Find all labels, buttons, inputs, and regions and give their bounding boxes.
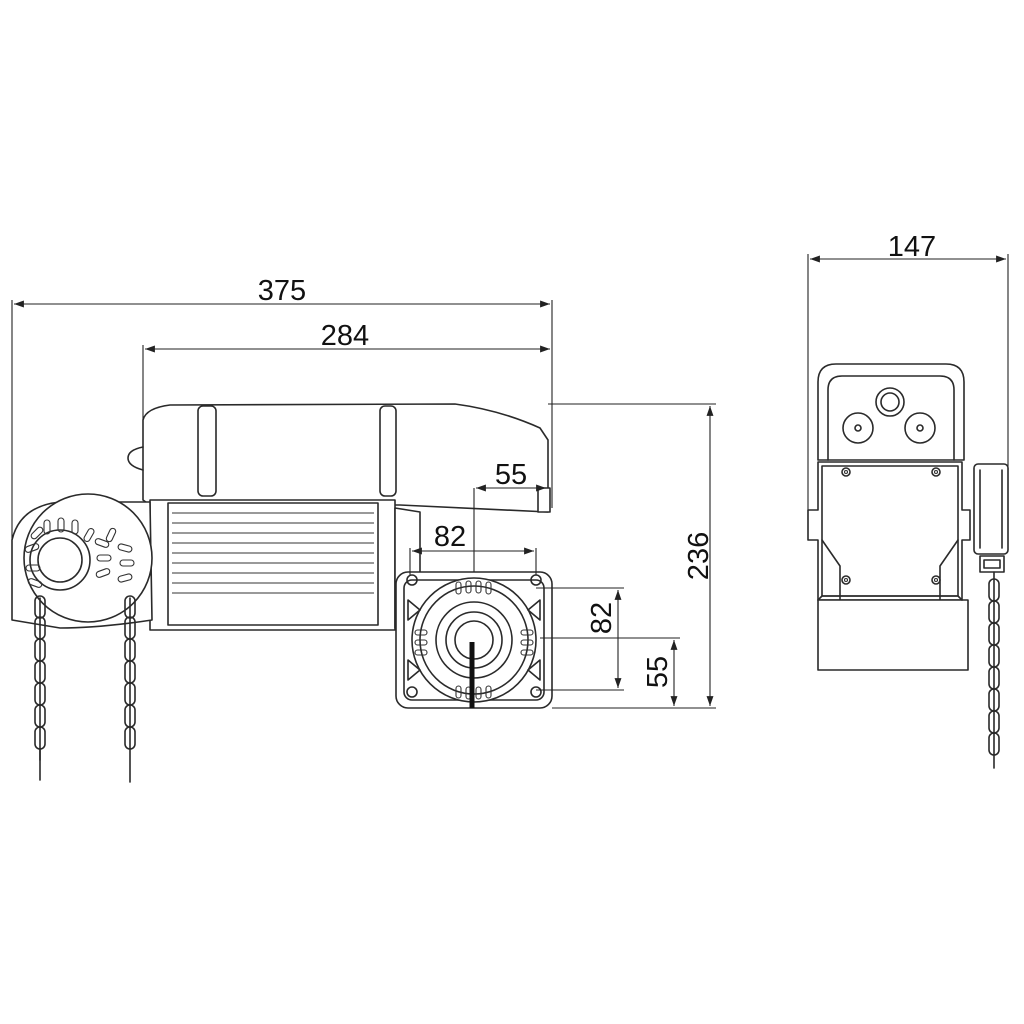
right-chain xyxy=(124,595,136,783)
motor-ribs xyxy=(172,512,374,594)
dim-height: 236 xyxy=(683,532,715,580)
dim-shaft-offset-bottom: 55 xyxy=(642,656,674,688)
front-view: 375 284 55 82 236 82 55 xyxy=(11,275,716,783)
dim-overall-length: 375 xyxy=(258,275,306,307)
dim-flange-width: 82 xyxy=(434,521,466,553)
wheel-slots xyxy=(24,517,135,588)
dim-flange-height: 82 xyxy=(586,602,618,634)
flange-slots xyxy=(414,580,534,700)
output-flange xyxy=(395,571,553,709)
left-chain xyxy=(34,595,46,781)
side-view: 147 xyxy=(807,231,1009,769)
dim-shaft-offset-top: 55 xyxy=(495,459,527,491)
top-housing xyxy=(142,403,549,513)
dim-motor-length: 284 xyxy=(321,320,369,352)
side-chain xyxy=(988,571,1000,769)
dim-side-width: 147 xyxy=(888,231,936,263)
